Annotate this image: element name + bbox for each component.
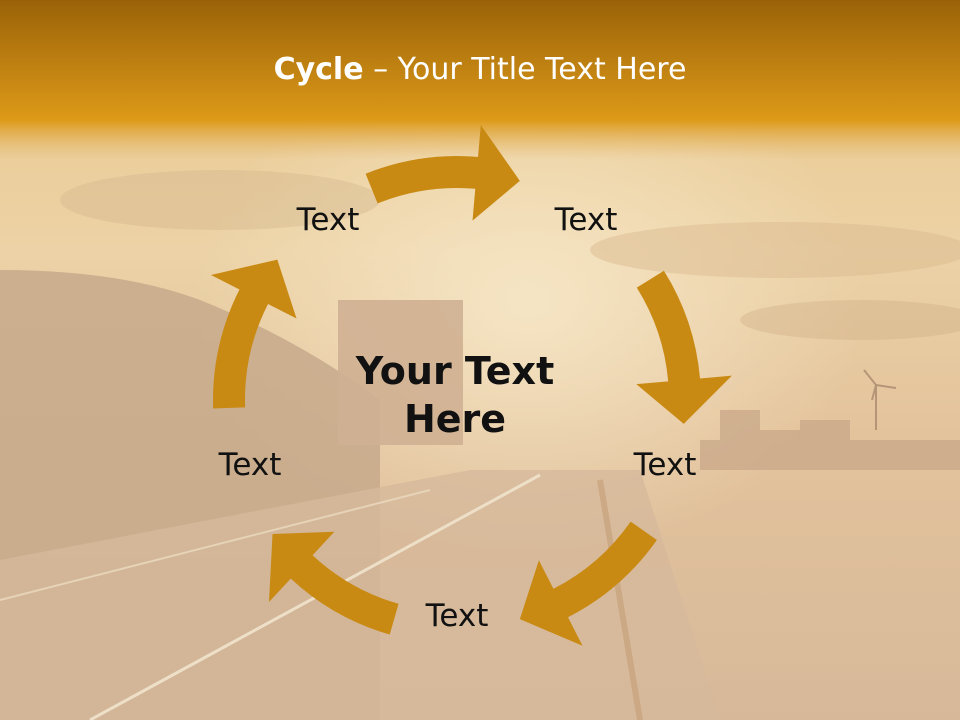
node-label-bottom: Text [425,598,489,634]
cycle-arrow-5 [210,259,297,409]
center-text-line2: Here [403,397,507,441]
node-label-top-right: Text [554,202,618,238]
cycle-arrow-4 [268,531,399,635]
node-label-top-left: Text [296,202,360,238]
slide-title: Cycle – Your Title Text Here [0,52,960,87]
title-bold: Cycle [273,52,364,87]
cycle-arrow-2 [636,270,732,424]
node-label-right: Text [633,447,697,483]
center-text: Your Text Here [325,347,585,443]
cycle-arrow-1 [365,125,520,221]
center-text-line1: Your Text [355,349,555,393]
node-label-left: Text [218,447,282,483]
cycle-arrow-3 [519,521,657,646]
title-rest: – Your Title Text Here [363,52,687,87]
